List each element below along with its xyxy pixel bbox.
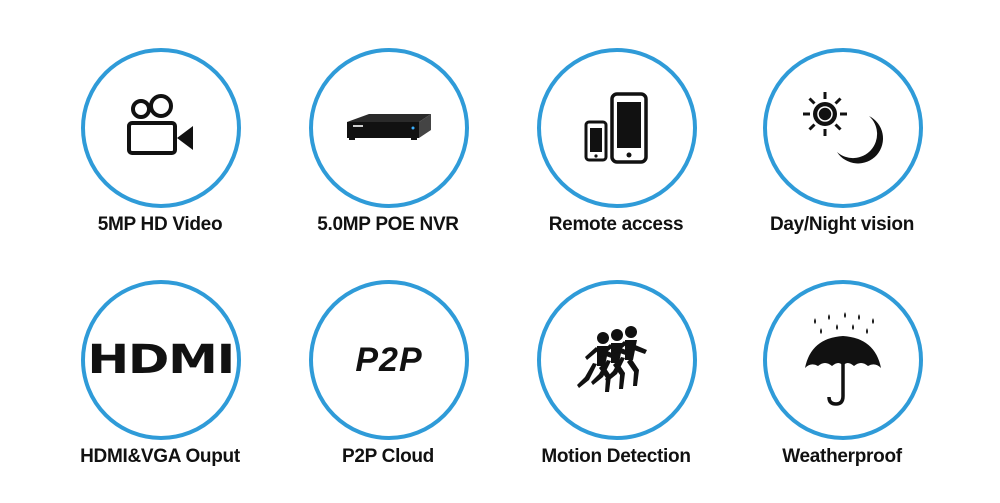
feature-5mp-hd-video: 5MP HD Video — [60, 48, 260, 258]
sun-moon-icon — [801, 90, 885, 166]
feature-icon-ring — [763, 48, 923, 208]
running-people-icon — [575, 324, 659, 396]
feature-label: Weatherproof — [782, 446, 902, 467]
feature-icon-ring — [537, 280, 697, 440]
p2p-logo-icon: P2P — [355, 340, 423, 379]
feature-remote-access: Remote access — [516, 48, 716, 258]
feature-motion-detection: Motion Detection — [516, 280, 716, 490]
feature-day-night-vision: Day/Night vision — [742, 48, 942, 258]
feature-hdmi-vga-output: HDMI HDMI&VGA Ouput — [60, 280, 260, 490]
feature-icon-ring — [81, 48, 241, 208]
umbrella-rain-icon — [801, 312, 885, 408]
feature-label: Remote access — [548, 214, 684, 235]
feature-icon-ring: HDMI — [81, 280, 241, 440]
feature-icon-ring: P2P — [309, 280, 469, 440]
feature-icon-ring — [763, 280, 923, 440]
feature-poe-nvr: 5.0MP POE NVR — [288, 48, 488, 258]
feature-label: 5MP HD Video — [97, 214, 223, 235]
hdmi-logo-icon: HDMI — [87, 337, 236, 383]
feature-label: Motion Detection — [541, 446, 691, 467]
feature-p2p-cloud: P2P P2P Cloud — [288, 280, 488, 490]
feature-label: 5.0MP POE NVR — [317, 214, 459, 235]
feature-weatherproof: Weatherproof — [742, 280, 942, 490]
feature-label: P2P Cloud — [342, 446, 434, 467]
feature-label: Day/Night vision — [769, 214, 915, 235]
video-camera-icon — [121, 93, 201, 163]
mobile-devices-icon — [582, 90, 652, 166]
feature-icon-ring — [537, 48, 697, 208]
nvr-recorder-icon — [339, 108, 439, 148]
feature-icon-ring — [309, 48, 469, 208]
feature-label: HDMI&VGA Ouput — [80, 446, 240, 467]
